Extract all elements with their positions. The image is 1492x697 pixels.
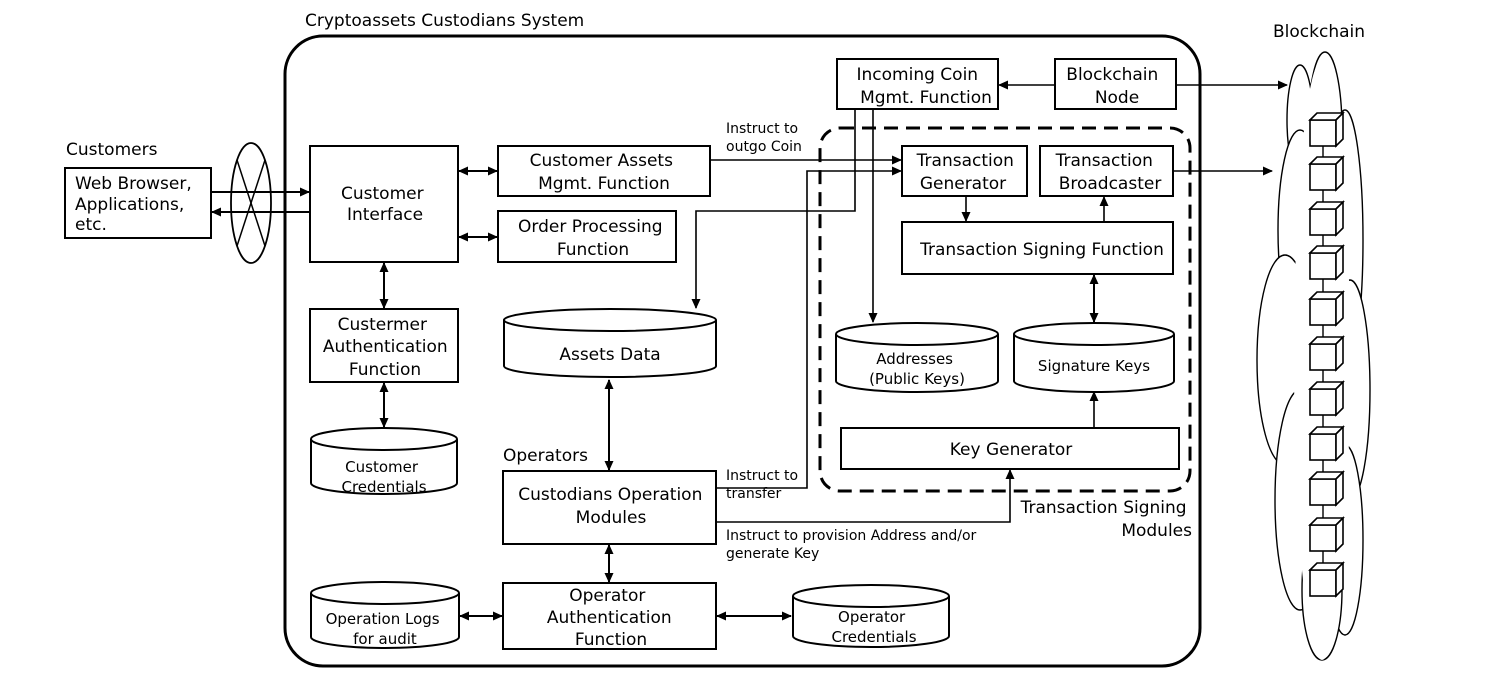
block-cube-icon — [1308, 155, 1345, 192]
incoming-coin-box — [836, 58, 999, 110]
customer-interface-box — [309, 145, 459, 263]
blockchain-blocks — [1308, 111, 1345, 598]
operator-auth-box — [502, 582, 717, 650]
block-cube-icon — [1308, 290, 1345, 327]
transaction-broadcaster-label: Transaction Broadcaster — [1055, 151, 1162, 194]
blockchain-node-box — [1054, 58, 1177, 110]
customers-box — [64, 167, 212, 239]
assets-data-db: Assets Data — [503, 308, 717, 378]
blockchain-title: Blockchain — [1273, 22, 1365, 42]
custodians-operation-label: Custodians Operation Modules — [518, 485, 708, 528]
block-cube-icon — [1308, 244, 1345, 281]
operation-logs-label: Operation Logs for audit — [326, 610, 445, 648]
block-cube-icon — [1308, 470, 1345, 507]
block-cube-icon — [1308, 380, 1345, 417]
key-generator-label: Key Generator — [950, 440, 1073, 460]
block-cube-icon — [1308, 561, 1345, 598]
connector-provision — [716, 469, 1015, 523]
custermer-auth-box — [309, 308, 459, 383]
customer-assets-label: Customer Assets Mgmt. Function — [530, 151, 679, 194]
operator-credentials-label: Operator Credentials — [831, 608, 916, 646]
block-cube-icon — [1308, 516, 1345, 553]
instruct-outgo-annotation: Instruct to outgo Coin — [726, 121, 803, 155]
network-crossing-icon — [230, 142, 272, 264]
operators-label: Operators — [503, 446, 588, 466]
transaction-signing-function-label: Transaction Signing Function — [919, 240, 1164, 260]
system-title: Cryptoassets Custodians System — [305, 11, 584, 31]
signature-keys-label: Signature Keys — [1038, 357, 1150, 375]
tsm-label: Transaction Signing Modules — [1020, 498, 1193, 541]
signature-keys-db: Signature Keys — [1013, 322, 1175, 393]
transaction-generator-label: Transaction Generator — [916, 151, 1020, 194]
incoming-coin-label: Incoming Coin Mgmt. Function — [857, 65, 992, 108]
block-cube-icon — [1308, 111, 1345, 148]
instruct-provision-annotation: Instruct to provision Address and/or gen… — [726, 528, 981, 562]
connector-incoming-to-assets — [691, 109, 856, 309]
connector-transfer — [716, 166, 902, 489]
addresses-label: Addresses (Public Keys) — [869, 350, 965, 388]
customer-assets-box — [497, 145, 711, 197]
custermer-auth-label: Custermer Authentication Function — [323, 315, 453, 380]
blockchain-node-label: Blockchain Node — [1066, 65, 1163, 108]
transaction-signing-function-box — [901, 221, 1174, 275]
customer-interface-label: Customer Interface — [341, 184, 429, 225]
system-boundary — [283, 34, 1202, 668]
custodians-operation-box — [502, 470, 717, 545]
assets-data-label: Assets Data — [559, 345, 660, 365]
transaction-generator-box — [901, 145, 1028, 197]
connectors — [211, 80, 1288, 621]
operator-auth-label: Operator Authentication Function — [547, 586, 677, 650]
operator-credentials-db: Operator Credentials — [792, 584, 950, 648]
block-cube-icon — [1308, 425, 1345, 462]
customers-title: Customers — [66, 140, 158, 160]
customer-credentials-db: Customer Credentials — [310, 427, 458, 496]
addresses-db: Addresses (Public Keys) — [835, 322, 999, 393]
order-processing-label: Order Processing Function — [518, 217, 668, 260]
transaction-signing-modules-boundary — [818, 126, 1192, 493]
block-cube-icon — [1308, 200, 1345, 237]
block-cube-icon — [1308, 335, 1345, 372]
customer-credentials-label: Customer Credentials — [341, 458, 426, 496]
order-processing-box — [497, 210, 677, 263]
operation-logs-db: Operation Logs for audit — [310, 581, 460, 649]
instruct-transfer-annotation: Instruct to transfer — [726, 468, 803, 502]
customers-text: Web Browser, Applications, etc. — [75, 174, 197, 235]
key-generator-box — [840, 427, 1180, 470]
